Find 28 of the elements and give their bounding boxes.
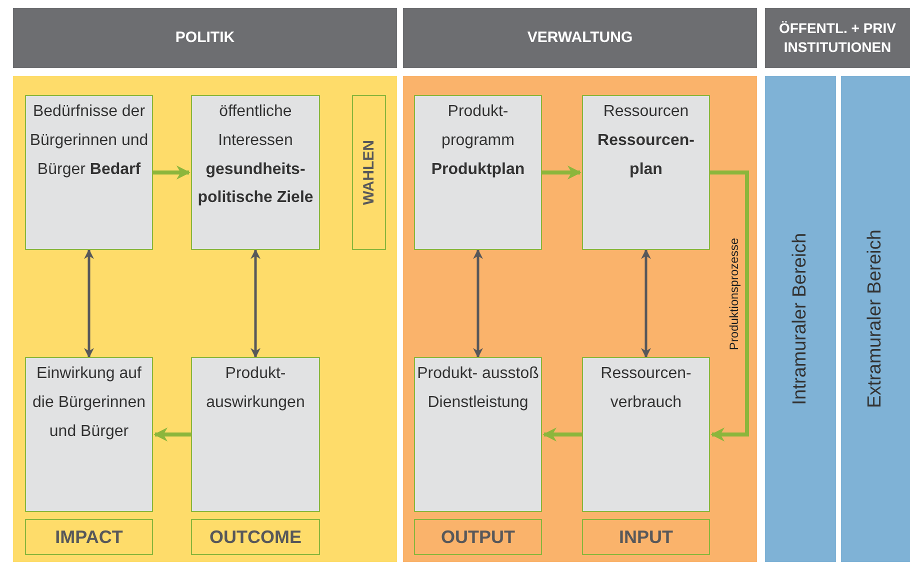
process-box: Bedürfnisse der Bürgerinnen und Bürger Bedarf (25, 95, 153, 250)
arrow (710, 170, 749, 442)
arrow (473, 249, 483, 358)
column-header: POLITIK (13, 8, 397, 68)
stage-label-box: OUTCOME (191, 519, 320, 555)
process-box: Produkt- programm Produktplan (414, 95, 542, 250)
column-band: Extramuraler Bereich (841, 76, 910, 562)
vertical-label-box: WAHLEN (352, 95, 386, 250)
process-box: Einwirkung auf die Bürgerinnen und Bürger (25, 357, 153, 512)
arrow (84, 249, 94, 358)
arrow (153, 166, 190, 180)
stage-label-box: IMPACT (25, 519, 153, 555)
stage-label-box: OUTPUT (414, 519, 542, 555)
arrow (641, 249, 651, 358)
process-box: Ressourcen- verbrauch (582, 357, 710, 512)
edge-label: Produktionsprozesse (727, 238, 741, 350)
stage-label-box: INPUT (582, 519, 710, 555)
arrow (250, 249, 260, 358)
column-header: VERWALTUNG (403, 8, 757, 68)
column-band: Intramuraler Bereich (765, 76, 836, 562)
column-header: ÖFFENTL. + PRIV INSTITUTIONEN (765, 8, 910, 68)
arrow (154, 428, 191, 442)
process-box: Produkt- ausstoß Dienstleistung (414, 357, 542, 512)
process-box: Produkt- auswirkungen (191, 357, 320, 512)
process-box: öffentliche Interessen gesundheits- politische Ziele (191, 95, 320, 250)
arrow (542, 166, 582, 180)
process-box: Ressourcen Ressourcen- plan (582, 95, 710, 250)
arrow (542, 428, 582, 442)
